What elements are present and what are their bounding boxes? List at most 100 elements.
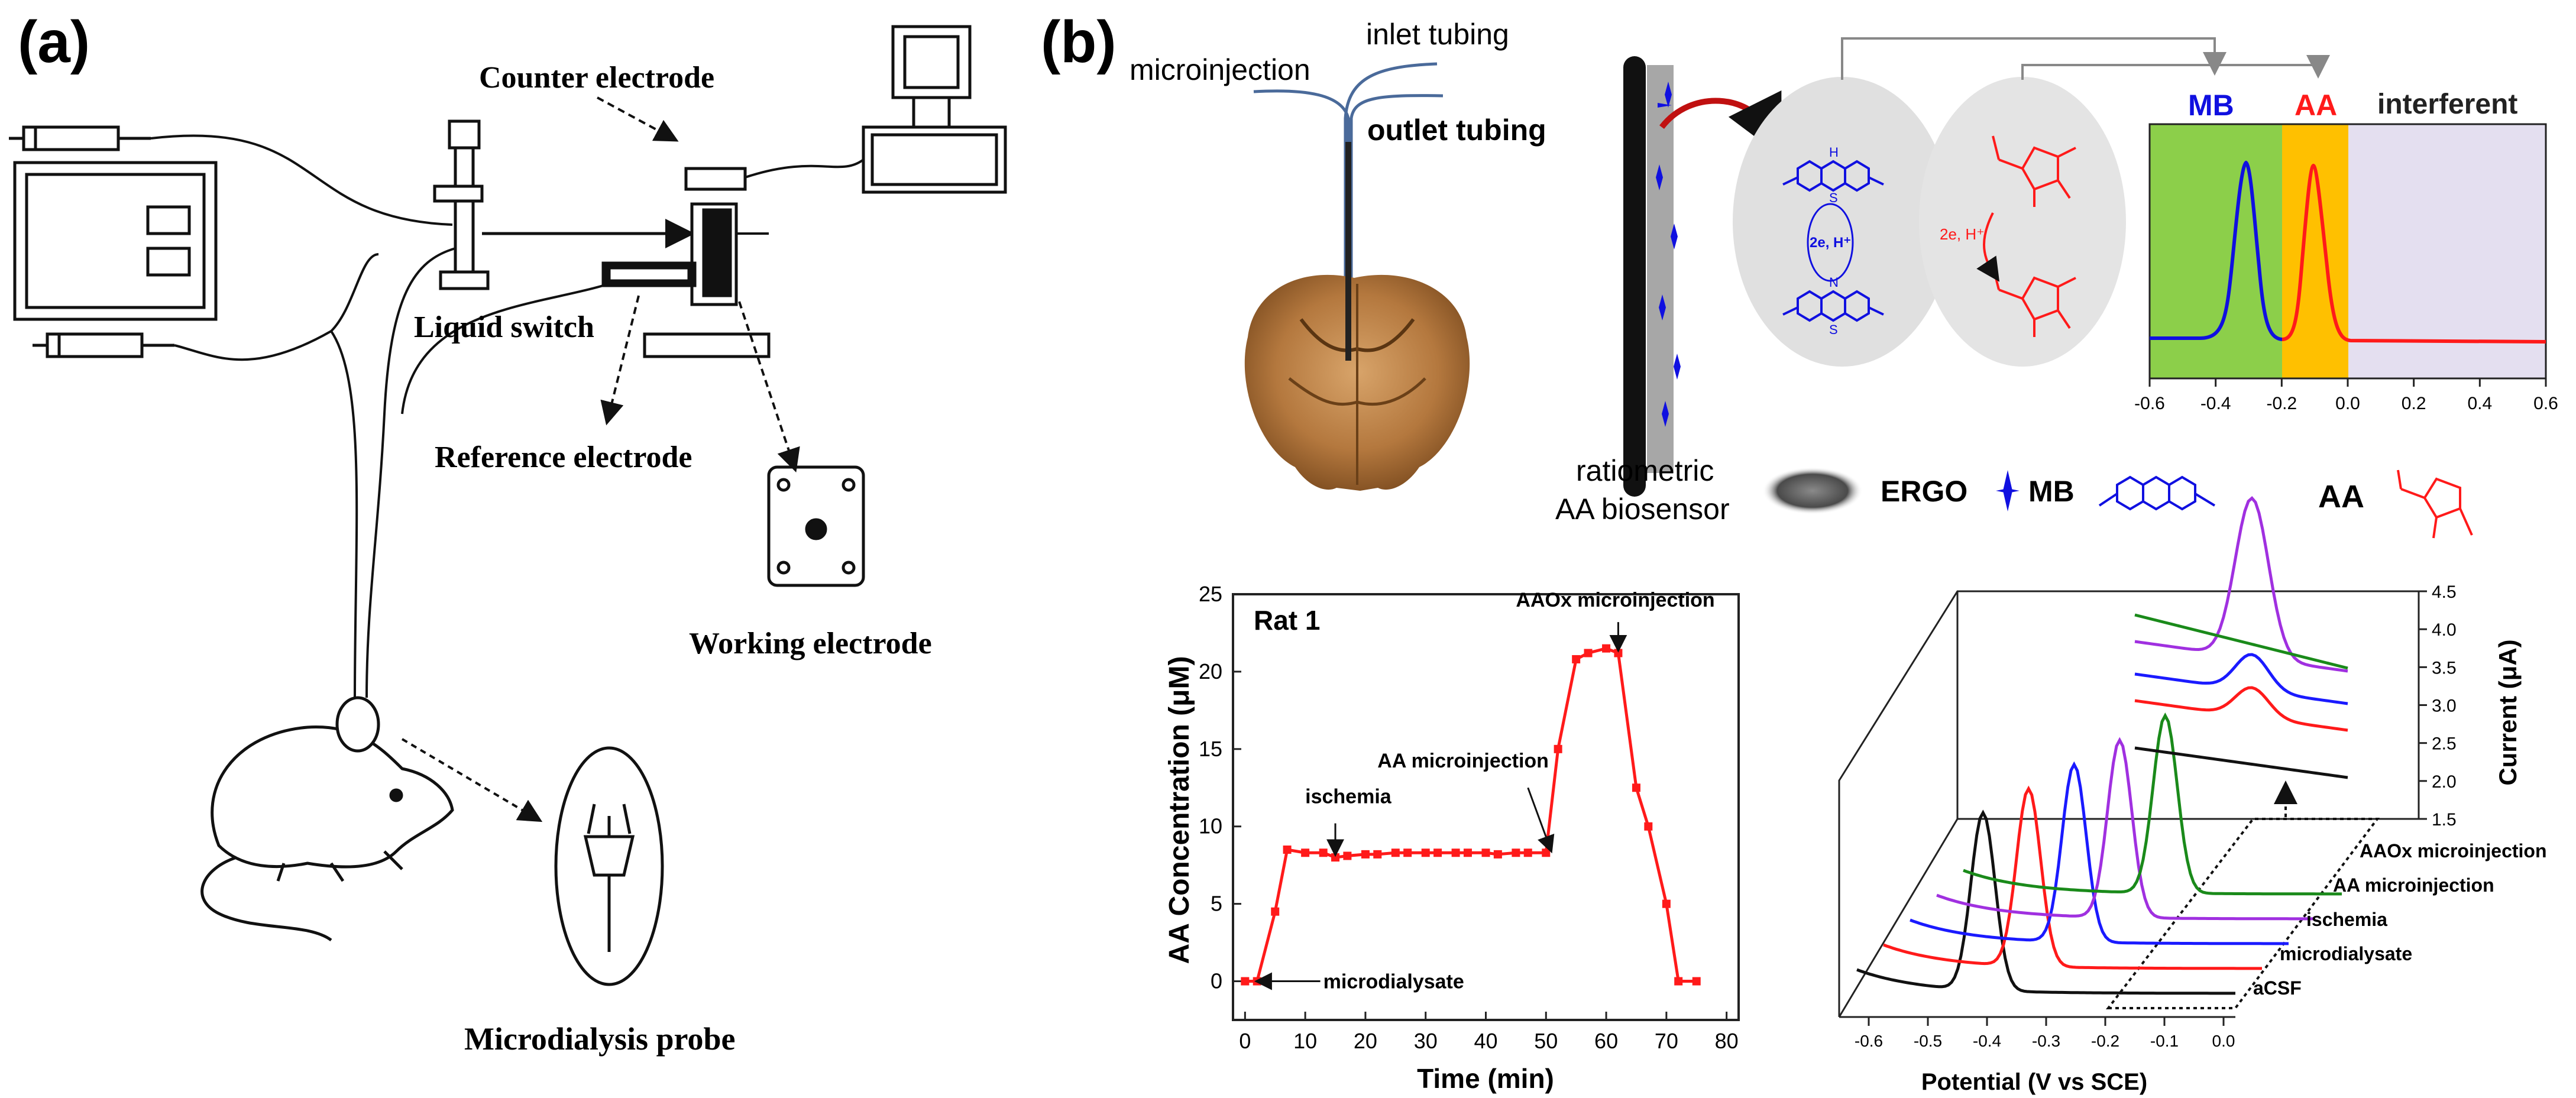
rat-data-point [1554, 744, 1562, 753]
microdialysis-probe-label: Microdialysis probe [464, 1021, 736, 1057]
svg-text:N: N [1829, 275, 1839, 290]
tubing-bottom [174, 253, 379, 361]
rat-data-point [1301, 848, 1310, 857]
rat-data-point [1692, 977, 1701, 986]
syringe-bottom-icon [33, 332, 174, 358]
cv-traces [1856, 712, 2342, 995]
rat-y-tick-label: 15 [1199, 737, 1222, 761]
rat-data-point [1433, 848, 1442, 857]
mouse-icon [200, 696, 454, 942]
tubing-top [150, 134, 453, 226]
probe-tubing [365, 247, 456, 698]
rat-data-point [1361, 850, 1370, 859]
cv-x-tick-label: -0.1 [2150, 1032, 2179, 1050]
electrode-bar-icon [1623, 56, 1681, 497]
cv-3d-frame [1838, 590, 2419, 1018]
rat-x-tick-label: 0 [1239, 1029, 1251, 1053]
cv-xlabel: Potential (V vs SCE) [1921, 1069, 2147, 1095]
sensor-label-line2: AA biosensor [1555, 493, 1730, 526]
rat-series-points [1241, 644, 1701, 986]
rat-data-point [1403, 848, 1412, 857]
sensor-label-line1: ratiometric [1576, 454, 1714, 487]
rat-data-point [1373, 850, 1382, 859]
cv-trace-label: AAOx microinjection [2360, 840, 2547, 861]
inset-x-tick-label: 0.6 [2533, 394, 2558, 413]
rat-data-point [1319, 848, 1328, 857]
rat-ylabel: AA Concentration (μM) [1164, 656, 1195, 964]
inset-x-tick-label: 0.4 [2467, 394, 2492, 413]
inset-x-tick-label: 0.2 [2402, 394, 2426, 413]
rat-xlabel: Time (min) [1417, 1063, 1554, 1094]
electrode-to-molecule-arrow [1659, 90, 1782, 157]
cv-trace-ischemia [1910, 761, 2289, 945]
svg-text:S: S [1829, 322, 1838, 337]
cv-dotted-plane [2105, 818, 2380, 1009]
electrochemical-cell-icon [601, 167, 771, 358]
panel-b: (b) inlet tubing microinjection outlet t… [1041, 9, 2558, 539]
aa-reaction-label: 2e, H⁺ [1940, 225, 1985, 243]
inset-x-tick-label: 0.0 [2335, 394, 2360, 413]
aa-reaction-arrow [1976, 212, 2000, 282]
mb-reduced-structure: N S [1782, 275, 1884, 337]
inset-band-aa [2282, 124, 2348, 378]
cv-x-tick-label: -0.6 [1855, 1032, 1883, 1050]
cv-x-tick-label: -0.5 [1914, 1032, 1942, 1050]
annotation-aa-microinjection-arrow [1527, 787, 1555, 854]
inset-header-aa: AA [2295, 89, 2337, 122]
microinjection-line [1253, 89, 1350, 319]
legend-aa: AA [2318, 479, 2364, 514]
rat-data-point [1572, 655, 1581, 663]
rat-chart-title: Rat 1 [1254, 605, 1320, 636]
cv-y-tick-label: 3.0 [2432, 697, 2457, 716]
rat-x-tick-label: 20 [1354, 1029, 1377, 1053]
cv-inset-trace [2134, 653, 2348, 705]
rat-data-point [1481, 848, 1490, 857]
rat-data-point [1523, 848, 1532, 857]
rat-data-point [1463, 848, 1472, 857]
cv-y-tick-label: 4.5 [2432, 582, 2457, 602]
outlet-tubing-line [1350, 94, 1444, 319]
microdialysis-probe-icon [554, 746, 664, 986]
probe-tubing-2 [330, 330, 358, 698]
cv-trace-acsf [1856, 809, 2235, 995]
cv-trace-label: microdialysate [2280, 943, 2412, 964]
mb-cycle-arrows [1807, 203, 1854, 282]
legend-ergo: ERGO [1881, 475, 1967, 508]
annotation-aaox-microinjection: AAOx microinjection [1516, 589, 1714, 611]
cv-inset-trace [2134, 495, 2348, 673]
annotation-microdialysate: microdialysate [1323, 971, 1464, 993]
aa-reduced-structure [1992, 265, 2076, 337]
cv-inset-traces [2134, 495, 2348, 779]
rat-y-tick-label: 10 [1199, 814, 1222, 838]
mb-star-icon [1996, 470, 2020, 511]
legend-mb: MB [2028, 475, 2075, 508]
cv-trace-aaox-microinjection [1963, 712, 2342, 896]
annotation-aa-microinjection: AA microinjection [1377, 750, 1549, 772]
rat-data-point [1451, 848, 1460, 857]
cell-to-mouse-tubing [401, 283, 610, 414]
cv-x-tick-label: -0.4 [1973, 1032, 2001, 1050]
working-electrode-pointer [738, 301, 800, 472]
cv-y-tick-label: 2.0 [2432, 772, 2457, 792]
liquid-switch-label: Liquid switch [414, 310, 594, 344]
rat-data-point [1421, 848, 1430, 857]
liquid-switch-icon [433, 119, 490, 290]
mb-oxidized-structure: H S [1782, 145, 1884, 205]
rat-data-point [1632, 783, 1640, 792]
cv-ylabel: Current (μA) [2494, 639, 2522, 785]
cv-y-tick-label: 3.5 [2432, 658, 2457, 678]
inset-band-mb [2150, 124, 2282, 378]
cv-inset-trace [2134, 686, 2348, 732]
microinjection-label: microinjection [1130, 53, 1310, 86]
cell-to-computer-cable [745, 158, 865, 179]
rat-data-point [1614, 649, 1623, 657]
svg-text:H: H [1829, 145, 1839, 160]
probe-pointer [401, 738, 543, 822]
inset-x-tick-label: -0.6 [2134, 394, 2165, 413]
cv-trace-microdialysate [1883, 785, 2262, 970]
